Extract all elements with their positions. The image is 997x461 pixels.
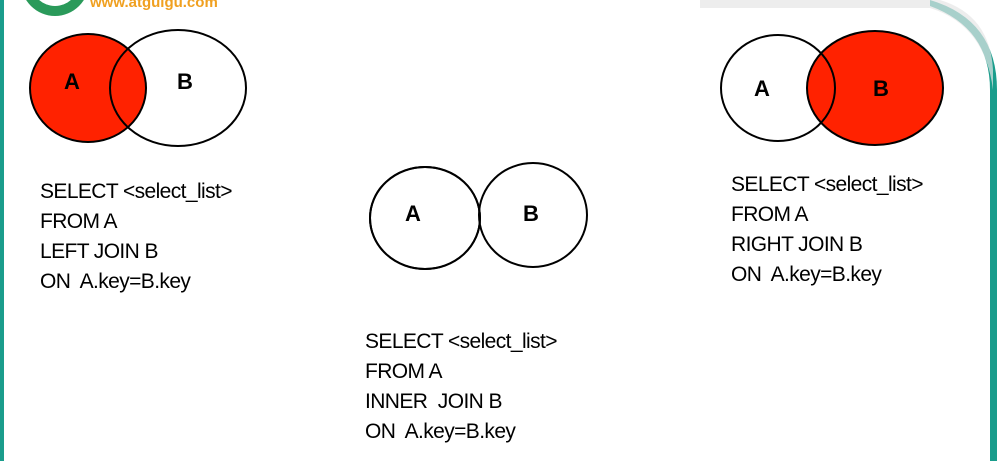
sql-line: INNER JOIN B <box>365 390 502 413</box>
sql-line: SELECT <select_list> <box>365 330 557 353</box>
sql-line: LEFT JOIN B <box>40 240 158 263</box>
set-b-label: B <box>523 201 539 226</box>
sql-inner-join: SELECT <select_list> FROM A INNER JOIN B… <box>365 327 557 447</box>
set-a-label: A <box>405 201 421 226</box>
sql-line: SELECT <select_list> <box>731 173 923 196</box>
sql-line: FROM A <box>40 210 118 233</box>
sql-line: FROM A <box>365 360 443 383</box>
sql-line: ON A.key=B.key <box>40 270 191 293</box>
set-b-label: B <box>177 69 193 94</box>
logo-url: www.atguigu.com <box>89 0 218 11</box>
set-b-circle <box>806 30 944 146</box>
sql-right-join: SELECT <select_list> FROM A RIGHT JOIN B… <box>731 170 923 290</box>
set-a-circle <box>29 33 147 143</box>
set-b-circle <box>478 162 588 268</box>
set-a-label: A <box>64 69 80 94</box>
sql-line: SELECT <select_list> <box>40 180 232 203</box>
sql-line: ON A.key=B.key <box>731 263 882 286</box>
set-b-label: B <box>873 76 889 101</box>
set-a-label: A <box>754 76 770 101</box>
sql-line: FROM A <box>731 203 809 226</box>
sql-line: RIGHT JOIN B <box>731 233 863 256</box>
venn-inner-join: A B <box>369 162 588 270</box>
set-b-circle <box>109 29 247 147</box>
venn-left-join: A B <box>29 29 247 147</box>
sql-left-join: SELECT <select_list> FROM A LEFT JOIN B … <box>40 177 232 297</box>
sql-line: ON A.key=B.key <box>365 420 516 443</box>
venn-right-join: A B <box>720 30 944 146</box>
set-a-circle <box>720 34 836 142</box>
frame-right-border <box>930 0 997 461</box>
logo-icon <box>26 0 84 16</box>
frame-left-border <box>0 0 4 461</box>
